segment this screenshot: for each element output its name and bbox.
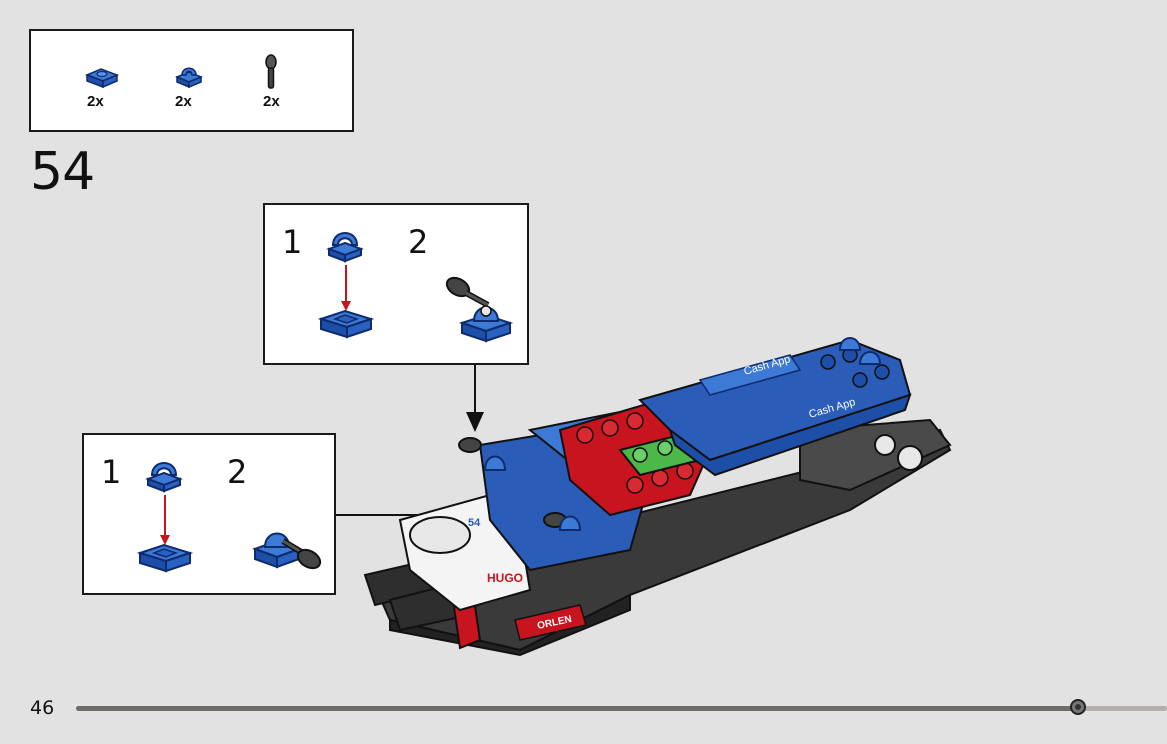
car-number-decal: 54 [468,517,481,529]
mirror-on-clip-diagram [252,532,322,570]
parts-list-box: 2x 2x 2x [29,29,354,132]
substep-2-label: 2 [227,453,248,491]
progress-fill [76,706,1078,711]
sub-assembly-left-box: 1 2 [82,433,336,595]
clip-onto-plate-diagram [136,462,194,573]
blue-plate-1x1-icon [84,68,120,89]
page-number: 46 [30,697,55,719]
substep-1-label: 1 [282,223,303,261]
progress-knob[interactable] [1069,699,1086,715]
sub-assembly-top-box: 1 2 [263,203,529,365]
substep-1-label: 1 [101,453,122,491]
blue-clip-plate-icon [175,67,203,89]
clip-onto-plate-diagram [317,232,375,339]
part-quantity-1: 2x [87,93,104,110]
substep-2-label: 2 [408,223,429,261]
hugo-decal: HUGO [487,571,523,585]
part-quantity-2: 2x [175,93,192,110]
step-number: 54 [30,142,95,202]
part-quantity-3: 2x [263,93,280,110]
black-mirror-icon [265,54,277,89]
mirror-on-clip-diagram [445,276,514,343]
race-car-model-illustration: Cash App Cash App HUGO ORLEN 54 [363,337,952,657]
instruction-progress-bar [76,699,1167,715]
